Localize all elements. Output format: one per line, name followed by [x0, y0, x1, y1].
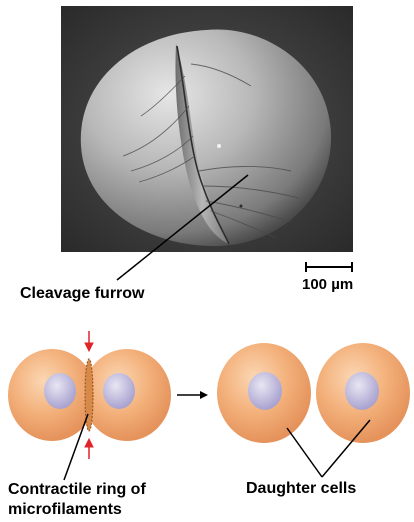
daughter-nucleus-right	[345, 372, 379, 410]
scale-bar-label: 100 µm	[302, 276, 353, 293]
left-nucleus	[44, 373, 76, 409]
scale-bar	[306, 262, 352, 272]
contractile-ring-label-line2: microfilaments	[8, 501, 122, 519]
right-nucleus	[103, 373, 135, 409]
cleavage-furrow-leader	[117, 175, 248, 280]
cleavage-furrow-label: Cleavage furrow	[20, 285, 144, 303]
process-arrow	[177, 391, 208, 399]
dividing-cell	[8, 349, 171, 441]
daughter-cells	[217, 343, 410, 443]
daughter-leader-left	[287, 428, 322, 477]
daughter-nucleus-left	[248, 372, 282, 410]
daughter-cells-label: Daughter cells	[246, 480, 356, 498]
contractile-ring-label-line1: Contractile ring of	[8, 481, 146, 499]
